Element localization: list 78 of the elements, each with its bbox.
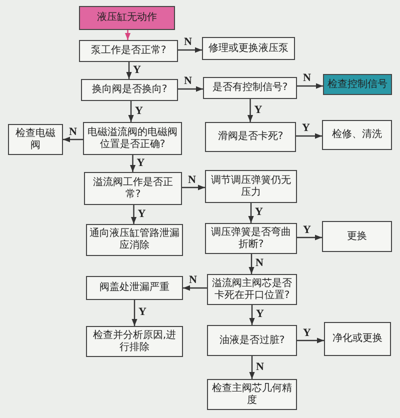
process-box — [79, 40, 178, 62]
arrow — [297, 338, 324, 344]
edge-label: N — [69, 126, 77, 138]
edge-label: Y — [303, 224, 311, 236]
process-box — [322, 120, 392, 150]
box-text: 换向阀是否换向? — [90, 84, 168, 96]
process-box — [8, 124, 63, 155]
arrow — [248, 254, 254, 274]
box-text: 溢流阀工作是否正常? — [92, 176, 174, 200]
box-text: 检修、清洗 — [331, 129, 383, 141]
edge-label: Y — [255, 207, 263, 218]
arrow — [126, 62, 132, 79]
box-text: 溢流阀主阀芯是否卡死在开口位置? — [211, 278, 293, 302]
arrow — [249, 305, 255, 325]
box-text: 检查主阀芯几何精度 — [211, 382, 293, 406]
edge-label: Y — [256, 309, 264, 320]
edge-label: N — [256, 258, 264, 269]
edge-label: Y — [136, 158, 145, 168]
process-box — [84, 172, 182, 205]
box-text: 检查电磁阀 — [14, 128, 56, 152]
process-box — [207, 325, 297, 356]
box-text: 油液是否过脏? — [218, 334, 286, 346]
arrow — [130, 205, 137, 224]
process-box — [205, 122, 296, 152]
process-box — [86, 276, 183, 300]
arrow — [182, 184, 205, 190]
arrow — [248, 203, 254, 223]
box-text: 更换 — [346, 230, 368, 242]
box-text: 滑阀是否卡死? — [216, 131, 284, 143]
edge-label: Y — [133, 64, 141, 76]
edge-label: Y — [254, 104, 262, 116]
arrow — [183, 285, 207, 291]
process-box — [205, 223, 297, 254]
arrow — [297, 83, 323, 89]
edge-label: N — [256, 362, 264, 372]
box-text: 是否有控制信号? — [211, 82, 289, 94]
box-text: 检查并分析原因,进行排除 — [92, 330, 178, 354]
box-text: 阀盖处泄漏严重 — [98, 282, 170, 294]
box-text: 通向液压缸管路泄漏应消除 — [88, 228, 180, 252]
process-box — [203, 77, 297, 99]
box-text: 电磁溢流阀的电磁阀位置是否正确? — [86, 126, 178, 150]
edge-label: N — [184, 76, 192, 87]
arrow — [132, 300, 138, 326]
process-box — [202, 37, 295, 60]
box-text: 调压弹簧是否弯曲折断? — [210, 226, 292, 250]
arrow — [128, 101, 134, 122]
box-text: 净化或更换 — [332, 333, 384, 345]
edge-label: N — [303, 73, 311, 84]
arrow — [297, 234, 322, 240]
arrow — [178, 86, 203, 92]
edge-label: Y — [135, 106, 143, 116]
arrow — [130, 155, 136, 172]
edge-label: Y — [303, 328, 311, 338]
box-text: 检查控制信号 — [326, 78, 388, 90]
process-box — [79, 6, 175, 30]
process-box — [322, 221, 392, 252]
process-box — [323, 74, 392, 95]
box-text: 泵工作是否正常? — [90, 45, 168, 57]
box-text: 调节调压弹簧仍无压力 — [210, 174, 292, 198]
arrow — [124, 30, 131, 40]
box-text: 液压缸无动作 — [96, 12, 158, 24]
process-box — [86, 326, 183, 357]
edge-label: N — [184, 37, 192, 48]
arrow — [63, 136, 83, 142]
process-box — [324, 322, 391, 356]
arrow — [178, 47, 202, 53]
edge-label: Y — [138, 307, 146, 318]
arrow — [247, 99, 254, 122]
edge-label: N — [188, 174, 196, 186]
arrow — [249, 356, 255, 379]
edge-label: N — [189, 275, 197, 286]
process-box — [83, 122, 182, 155]
process-box — [205, 170, 297, 203]
arrow — [296, 133, 322, 139]
box-text: 修理或更换液压泵 — [208, 42, 290, 54]
edge-label: Y — [138, 208, 146, 220]
process-box — [81, 79, 178, 101]
edge-label: Y — [302, 123, 310, 134]
